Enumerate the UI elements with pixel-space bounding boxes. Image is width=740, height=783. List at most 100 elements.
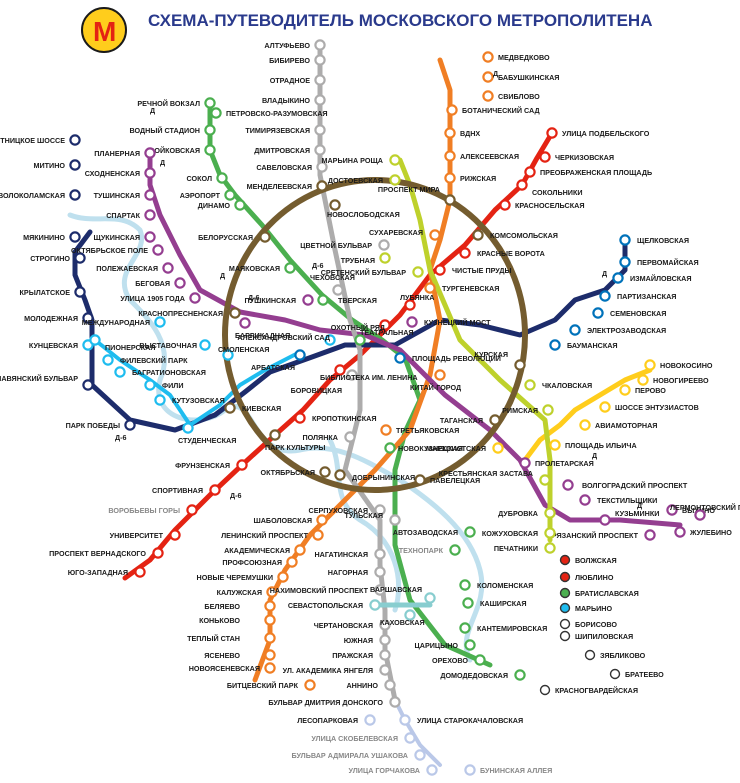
station-marker-библиотека-им-ленина[interactable] — [334, 364, 346, 376]
station-marker-спортивная[interactable] — [209, 484, 221, 496]
station-marker-крестьянская-застава[interactable] — [539, 474, 551, 486]
station-marker-севастопольская[interactable] — [369, 599, 381, 611]
station-marker-улица-скобелевская[interactable] — [404, 732, 416, 744]
station-marker-лермонтовский-проспект[interactable] — [694, 509, 706, 521]
station-marker-речной-вокзал[interactable] — [204, 97, 216, 109]
station-marker-пролетарская[interactable] — [519, 457, 531, 469]
station-marker-калужская[interactable] — [266, 586, 278, 598]
station-marker-кантемировская[interactable] — [459, 622, 471, 634]
station-marker-ул-академика-янгеля[interactable] — [379, 664, 391, 676]
station-marker-площадь-революции[interactable] — [394, 352, 406, 364]
station-marker-царицыно[interactable] — [464, 639, 476, 651]
station-marker-беговая[interactable] — [174, 277, 186, 289]
station-marker-киевская[interactable] — [224, 402, 236, 414]
station-marker-жулебино[interactable] — [674, 526, 686, 538]
station-marker-спартак[interactable] — [144, 209, 156, 221]
station-marker-орехово[interactable] — [474, 654, 486, 666]
station-marker-октябрьская[interactable] — [319, 466, 331, 478]
station-marker-добрынинская[interactable] — [334, 469, 346, 481]
station-marker-кузьминки[interactable] — [599, 514, 611, 526]
station-marker-выхино[interactable] — [666, 504, 678, 516]
station-marker-волоколамская[interactable] — [69, 189, 81, 201]
station-marker-чеховская[interactable] — [332, 284, 344, 296]
station-marker-третьяковская[interactable] — [380, 424, 392, 436]
station-marker-пушкинская[interactable] — [302, 294, 314, 306]
station-marker-строгино[interactable] — [74, 252, 86, 264]
station-marker-новогиреево[interactable] — [637, 374, 649, 386]
station-marker-преображенская-площадь[interactable] — [524, 166, 536, 178]
station-marker-алексеевская[interactable] — [444, 150, 456, 162]
station-marker-улица-подбельского[interactable] — [546, 127, 558, 139]
station-marker-тургеневская[interactable] — [424, 282, 436, 294]
station-marker-павелецкая[interactable] — [414, 474, 426, 486]
station-marker-ботанический-сад[interactable] — [446, 104, 458, 116]
station-marker-шаболовская[interactable] — [316, 514, 328, 526]
station-marker-нагорная[interactable] — [374, 566, 386, 578]
station-marker-проспект-мира[interactable] — [444, 194, 456, 206]
station-marker-щелковская[interactable] — [619, 234, 631, 246]
station-marker-бибирево[interactable] — [314, 54, 326, 66]
station-marker-улица-старокачаловская[interactable] — [399, 714, 411, 726]
station-marker-кутузовская[interactable] — [154, 394, 166, 406]
station-marker-римская[interactable] — [542, 404, 554, 416]
station-marker-кропоткинская[interactable] — [294, 412, 306, 424]
station-marker-лубянка[interactable] — [404, 299, 416, 311]
station-marker-пражская[interactable] — [379, 649, 391, 661]
station-marker-площадь-ильича[interactable] — [549, 439, 561, 451]
station-marker-молодежная[interactable] — [82, 312, 94, 324]
station-marker-аэропорт[interactable] — [224, 189, 236, 201]
station-marker-тульская[interactable] — [389, 514, 401, 526]
station-marker-войковская[interactable] — [204, 144, 216, 156]
station-marker-планерная[interactable] — [144, 147, 156, 159]
station-marker-коломенская[interactable] — [459, 579, 471, 591]
station-marker-бауманская[interactable] — [549, 339, 561, 351]
station-marker-теплый-стан[interactable] — [264, 632, 276, 644]
station-marker-дмитровская[interactable] — [314, 144, 326, 156]
station-marker-текстильщики[interactable] — [579, 494, 591, 506]
station-marker-беляево[interactable] — [264, 600, 276, 612]
station-marker-смоленская[interactable] — [222, 349, 234, 361]
station-marker-тверская[interactable] — [317, 294, 329, 306]
station-marker-боровицкая[interactable] — [346, 369, 358, 381]
station-marker-перово[interactable] — [619, 384, 631, 396]
station-marker-парк-культуры[interactable] — [269, 429, 281, 441]
station-marker-алтуфьево[interactable] — [314, 39, 326, 51]
station-marker-сходненская[interactable] — [144, 167, 156, 179]
station-marker-каховская[interactable] — [404, 609, 416, 621]
station-marker-каширская[interactable] — [462, 597, 474, 609]
station-marker-багратионовская[interactable] — [114, 366, 126, 378]
station-marker-чкаловская[interactable] — [524, 379, 536, 391]
station-marker-цветной-бульвар[interactable] — [378, 239, 390, 251]
station-marker-баррикадная[interactable] — [239, 317, 251, 329]
station-marker-вднх[interactable] — [444, 127, 456, 139]
station-marker-битцевский-парк[interactable] — [304, 679, 316, 691]
station-marker-рязанский-проспект[interactable] — [644, 529, 656, 541]
station-marker-отрадное[interactable] — [314, 74, 326, 86]
station-marker-нагатинская[interactable] — [374, 548, 386, 560]
station-marker-краснопресненская[interactable] — [229, 307, 241, 319]
station-marker-савеловская[interactable] — [316, 161, 328, 173]
station-marker-электрозаводская[interactable] — [569, 324, 581, 336]
station-marker-красные-ворота[interactable] — [459, 247, 471, 259]
station-marker-южная[interactable] — [379, 634, 391, 646]
station-marker-митино[interactable] — [69, 159, 81, 171]
station-marker-фили[interactable] — [144, 379, 156, 391]
station-marker-кожуховская[interactable] — [544, 527, 556, 539]
station-marker-охотный-ряд[interactable] — [379, 319, 391, 331]
station-marker-достоевская[interactable] — [389, 174, 401, 186]
station-marker-парк-победы[interactable] — [124, 419, 136, 431]
station-marker-университет[interactable] — [169, 529, 181, 541]
station-marker-серпуховская[interactable] — [374, 504, 386, 516]
station-marker-филевский-парк[interactable] — [102, 354, 114, 366]
station-marker-новокосино[interactable] — [644, 359, 656, 371]
station-marker-щукинская[interactable] — [144, 231, 156, 243]
station-marker-александровский-сад[interactable] — [324, 334, 336, 346]
station-marker-новокузнецкая[interactable] — [384, 442, 396, 454]
station-marker-славянский-бульвар[interactable] — [82, 379, 94, 391]
station-marker-улица-горчакова[interactable] — [426, 764, 438, 776]
station-marker-академическая[interactable] — [294, 544, 306, 556]
station-marker-бунинская-аллея[interactable] — [464, 764, 476, 776]
station-marker-домодедовская[interactable] — [514, 669, 526, 681]
station-marker-сухаревская[interactable] — [429, 229, 441, 241]
station-marker-водный-стадион[interactable] — [204, 124, 216, 136]
